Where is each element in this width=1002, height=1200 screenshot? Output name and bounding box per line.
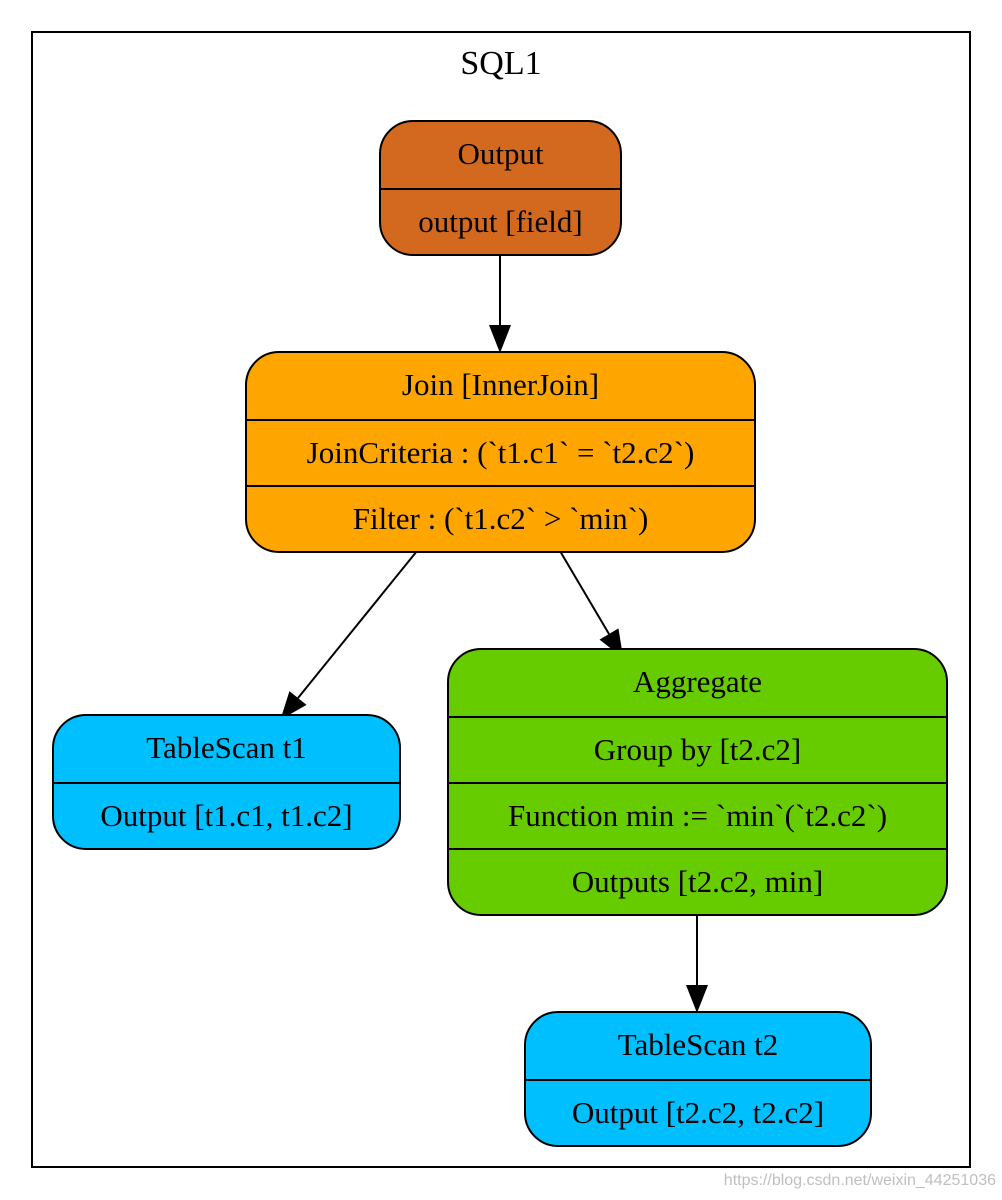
node-title: TableScan t2 — [617, 1027, 779, 1062]
node-detail: output [field] — [381, 188, 620, 254]
join-node: Join [InnerJoin] JoinCriteria : (`t1.c1`… — [245, 351, 756, 553]
edge-layer — [280, 254, 708, 1013]
arrowhead-output-to-join — [489, 325, 511, 353]
aggregate-node: Aggregate Group by [t2.c2] Function min … — [447, 648, 948, 916]
output-node: Output output [field] — [379, 120, 622, 256]
edge-join-to-aggregate — [559, 550, 610, 635]
node-detail: Output [t1.c1, t1.c2] — [54, 782, 399, 848]
join-criteria: JoinCriteria : (`t1.c1` = `t2.c2`) — [247, 419, 754, 485]
join-filter: Filter : (`t1.c2` > `min`) — [247, 485, 754, 551]
node-detail: Output [t2.c2, t2.c2] — [526, 1079, 870, 1145]
function-min: Function min := `min`(`t2.c2`) — [449, 782, 946, 848]
cluster-label: SQL1 — [460, 45, 542, 82]
cluster-border — [31, 31, 971, 1168]
node-title: Aggregate — [632, 664, 763, 699]
node-title: Join [InnerJoin] — [401, 367, 600, 402]
arrowhead-join-to-tablescan_t1 — [280, 691, 307, 720]
outputs: Outputs [t2.c2, min] — [449, 848, 946, 914]
group-by: Group by [t2.c2] — [449, 716, 946, 782]
edge-join-to-tablescan_t1 — [297, 550, 418, 699]
tablescan-t2-node: TableScan t2 Output [t2.c2, t2.c2] — [524, 1011, 872, 1147]
watermark: https://blog.csdn.net/weixin_44251036 — [723, 1172, 996, 1189]
arrowhead-aggregate-to-tablescan_t2 — [686, 985, 708, 1013]
node-title: TableScan t1 — [146, 730, 307, 765]
node-title: Output — [457, 136, 544, 171]
tablescan-t1-node: TableScan t1 Output [t1.c1, t1.c2] — [52, 714, 401, 850]
